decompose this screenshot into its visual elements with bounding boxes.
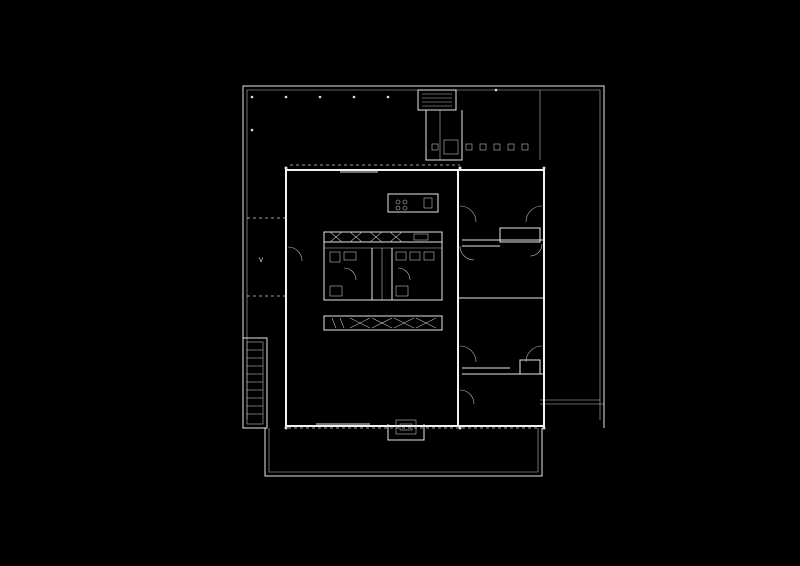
fireplace bbox=[387, 419, 425, 441]
service-core bbox=[323, 231, 443, 301]
kitchen-island bbox=[387, 193, 439, 213]
dashed-lines bbox=[247, 164, 540, 429]
bedroom-wing bbox=[457, 169, 545, 427]
lower-counter bbox=[323, 315, 443, 331]
level-mark: V bbox=[259, 257, 264, 264]
column-markers bbox=[250, 88, 498, 132]
skylight-squares bbox=[431, 143, 529, 151]
upper-stair bbox=[417, 89, 463, 161]
left-stair bbox=[242, 337, 268, 429]
bottom-terrace bbox=[264, 428, 543, 477]
entry-door-swing bbox=[287, 246, 303, 262]
outer-perimeter bbox=[242, 85, 605, 428]
